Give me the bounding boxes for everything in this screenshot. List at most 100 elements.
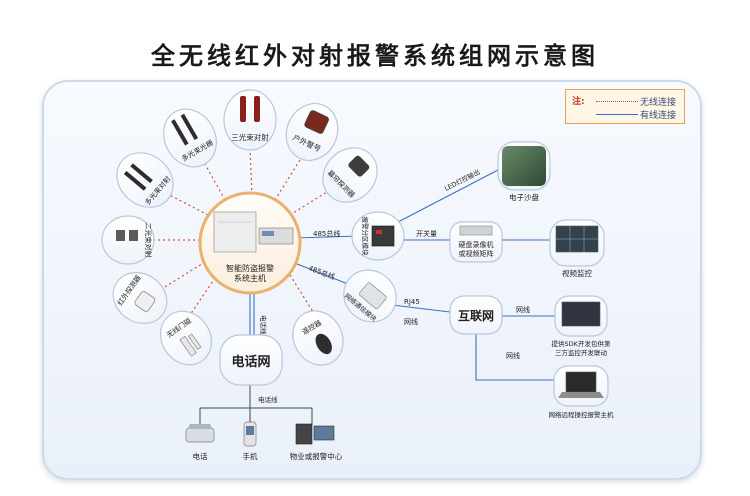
mobile-label: 手机 bbox=[243, 451, 258, 461]
legend-wired-label: 有线连接 bbox=[640, 111, 677, 121]
network-module-icon bbox=[358, 282, 387, 310]
video-monitor-label: 视频监控 bbox=[562, 268, 592, 278]
alarm-host: 智能防盗报警 系统主机 bbox=[198, 191, 302, 295]
mobile-screen-icon bbox=[246, 426, 254, 435]
link-pir-detector bbox=[159, 261, 206, 291]
link-partition-sandtable bbox=[397, 169, 499, 223]
phone-label: 电话 bbox=[193, 451, 208, 461]
petal-triple-beam: 三光束对射 bbox=[223, 89, 277, 151]
remote-icon bbox=[315, 333, 332, 355]
dvr-icon bbox=[459, 225, 493, 236]
door-sensor-icon bbox=[179, 335, 197, 357]
endpoint-mobile: 手机 bbox=[243, 421, 258, 461]
link-remote bbox=[289, 274, 316, 316]
legend-row-wireless: 无线连接 bbox=[596, 95, 682, 108]
edge-phone-line: 电话线 bbox=[259, 315, 268, 335]
edge-net-1: 网线 bbox=[404, 317, 418, 326]
desk-phone-icon bbox=[185, 427, 215, 443]
internet-label: 互联网 bbox=[458, 309, 494, 323]
link-host-partition bbox=[294, 235, 361, 239]
link-host-network bbox=[291, 261, 349, 285]
phone-network-label: 电话网 bbox=[231, 354, 270, 370]
siren-icon bbox=[304, 110, 329, 134]
internet: 互联网 bbox=[449, 295, 503, 335]
sdk-label-line1: 提供SDK开发包供第 bbox=[552, 339, 611, 348]
handset-icon bbox=[189, 424, 211, 429]
petal-network-module: 网络通信模块 bbox=[343, 269, 397, 323]
link-network-internet bbox=[391, 304, 451, 313]
partition-module-icon bbox=[371, 225, 395, 247]
beam-sensor-icon bbox=[116, 230, 125, 241]
curtain-detector-icon bbox=[348, 155, 370, 177]
petal-label: 二光束对射 bbox=[144, 223, 153, 258]
sdk-label-line2: 三方监控开发联动 bbox=[555, 348, 608, 357]
beam-sensor-icon bbox=[240, 96, 246, 122]
legend: 注: 无线连接 有线连接 bbox=[565, 89, 685, 124]
control-panel-icon bbox=[561, 301, 601, 327]
petal-remote: 遥控器 bbox=[292, 310, 344, 366]
petal-multi-beam: 多光束对射 bbox=[116, 152, 174, 208]
petal-bubble bbox=[223, 89, 277, 151]
recorder-label-line1: 硬盘录像机 bbox=[459, 240, 494, 249]
magnet-icon bbox=[187, 333, 202, 350]
legend-wireless-label: 无线连接 bbox=[640, 98, 677, 108]
link-triple-beam bbox=[249, 147, 253, 196]
edge-485-bus-2: 485总线 bbox=[307, 263, 336, 281]
diagram-title: 全无线红外对射报警系统组网示意图 bbox=[151, 42, 599, 70]
link-multi-grating bbox=[199, 154, 226, 201]
endpoint-phone: 电话 bbox=[185, 424, 215, 461]
link-curtain-detector bbox=[289, 189, 331, 216]
laptop-icon bbox=[565, 371, 597, 393]
phone-network-node bbox=[219, 334, 283, 386]
pc-tower-icon bbox=[295, 423, 313, 445]
sandtable-icon bbox=[502, 146, 546, 186]
link-outdoor-siren bbox=[274, 159, 301, 201]
legend-wired-swatch bbox=[596, 114, 638, 115]
legend-heading: 注: bbox=[572, 97, 585, 107]
sdk-integration: 提供SDK开发包供第 三方监控开发联动 bbox=[552, 295, 611, 357]
edge-phone-line-2: 电话线 bbox=[258, 395, 278, 404]
remote-host: 网络远程操控报警主机 bbox=[549, 365, 615, 419]
petal-bubble bbox=[101, 215, 155, 265]
video-monitor: 视频监控 bbox=[549, 219, 605, 278]
petal-label: 报警分区模块 bbox=[361, 217, 370, 257]
petal-door-sensor: 无线门磁 bbox=[160, 310, 212, 366]
pc-monitor-icon bbox=[313, 425, 335, 441]
link-internet-remote-host bbox=[475, 330, 554, 381]
center-label: 物业或报警中心 bbox=[290, 451, 343, 461]
remote-host-label: 网络远程操控报警主机 bbox=[549, 410, 615, 419]
recorder: 硬盘录像机 或视频矩阵 bbox=[449, 221, 503, 263]
keypad-screen-icon bbox=[262, 231, 274, 236]
beam-sensor-icon bbox=[254, 96, 260, 122]
legend-wireless-swatch bbox=[596, 101, 638, 102]
petal-dual-beam: 二光束对射 bbox=[101, 215, 155, 265]
edge-net-2: 网线 bbox=[516, 305, 530, 314]
pir-detector-icon bbox=[134, 291, 156, 312]
beam-sensor-icon bbox=[129, 230, 138, 241]
phone-line-tree bbox=[199, 385, 313, 425]
internet-node bbox=[449, 295, 503, 335]
host-label-line1: 智能防盗报警 bbox=[226, 263, 274, 273]
beam-bar-icon bbox=[123, 170, 147, 191]
host-cabinet-icon bbox=[213, 211, 257, 253]
petal-pir-detector: 红外探测器 bbox=[112, 272, 168, 324]
recorder-label-line2: 或视频矩阵 bbox=[459, 249, 494, 258]
endpoint-center: 物业或报警中心 bbox=[290, 423, 343, 461]
sandtable: 电子沙盘 bbox=[497, 141, 551, 202]
laptop-base-icon bbox=[558, 392, 604, 398]
grating-bar-icon bbox=[171, 119, 189, 146]
module-led-icon bbox=[376, 230, 382, 234]
edge-rj45: RJ45 bbox=[404, 298, 420, 306]
phone-network: 电话网 bbox=[219, 334, 283, 386]
link-door-sensor bbox=[189, 277, 216, 316]
edge-switch: 开关量 bbox=[416, 229, 437, 238]
wired-links bbox=[249, 169, 555, 381]
beam-bar-icon bbox=[130, 163, 153, 184]
petal-outdoor-siren: 户外警号 bbox=[285, 103, 339, 161]
petal-partition-module: 报警分区模块 bbox=[351, 211, 405, 261]
edge-485-bus: 485总线 bbox=[313, 229, 340, 238]
sandtable-label: 电子沙盘 bbox=[509, 192, 539, 202]
petal-curtain-detector: 幕帘探测器 bbox=[322, 147, 378, 203]
petal-label: 三光束对射 bbox=[231, 132, 269, 142]
